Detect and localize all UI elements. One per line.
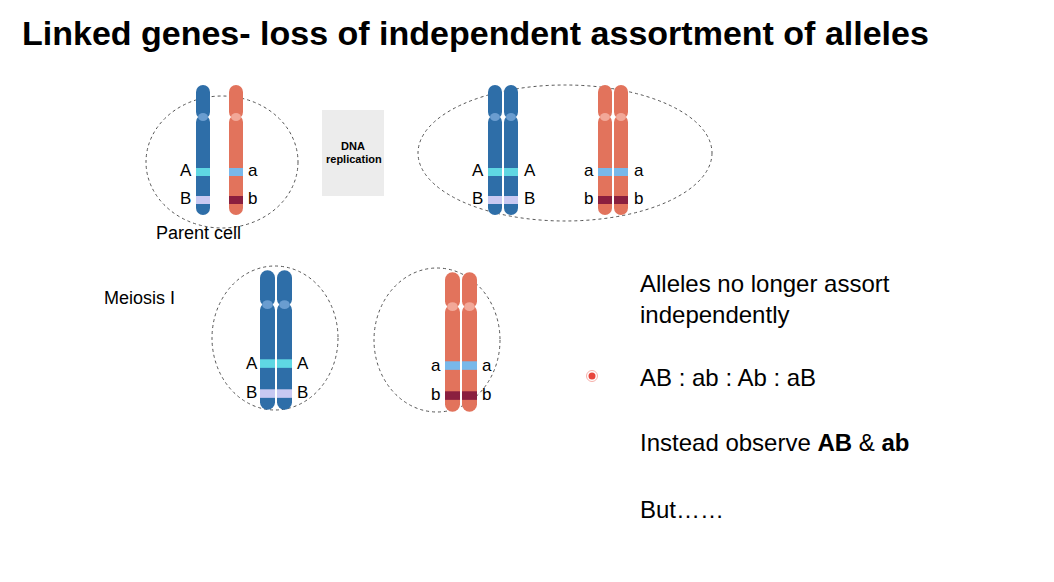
allele-letter: A xyxy=(472,161,483,181)
allele-letter: b xyxy=(584,189,593,209)
allele-letter: a xyxy=(634,161,643,181)
allele-letter: A xyxy=(180,161,191,181)
allele-letter: B xyxy=(524,189,535,209)
allele-letter: B xyxy=(246,383,257,403)
box-label: DNA replication xyxy=(326,140,380,166)
allele-letter: b xyxy=(431,385,440,405)
cell-label: Parent cell xyxy=(156,222,241,244)
allele-letter: A xyxy=(246,354,257,374)
allele-letter: a xyxy=(482,356,491,376)
allele-letter: B xyxy=(180,189,191,209)
allele-letter: b xyxy=(248,189,257,209)
note-text: Instead observe AB & ab xyxy=(640,427,910,458)
allele-letter: B xyxy=(297,383,308,403)
ratio-text: AB : ab : Ab : aB xyxy=(640,362,816,393)
allele-letter: b xyxy=(634,189,643,209)
stage-label: Meiosis I xyxy=(104,287,175,309)
slide-title: Linked genes- loss of independent assort… xyxy=(22,14,1012,52)
allele-letter: b xyxy=(482,385,491,405)
allele-letter: a xyxy=(584,161,593,181)
allele-letter: A xyxy=(524,161,535,181)
allele-letter: A xyxy=(297,354,308,374)
allele-letter: B xyxy=(472,189,483,209)
allele-letter: a xyxy=(431,356,440,376)
process-box: DNA replication xyxy=(322,110,384,196)
note-text: But…… xyxy=(640,494,724,525)
allele-letter: a xyxy=(248,161,257,181)
note-text: Alleles no longer assort independently xyxy=(640,268,960,330)
